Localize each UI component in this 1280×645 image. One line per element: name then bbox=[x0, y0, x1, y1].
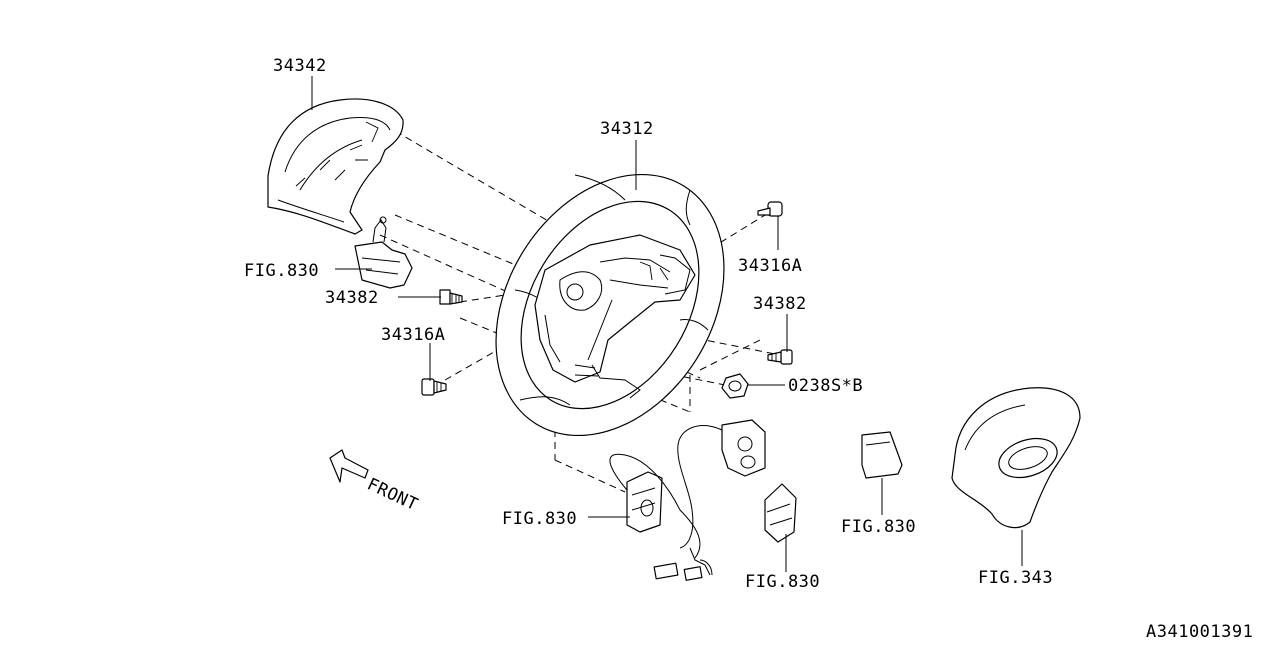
nut-0238sb bbox=[721, 373, 749, 399]
label-fig830-bottom: FIG.830 bbox=[745, 572, 820, 592]
screw-left bbox=[439, 289, 463, 305]
pad-right bbox=[861, 431, 903, 479]
label-34316a-right: 34316A bbox=[738, 256, 802, 276]
label-fig343: FIG.343 bbox=[978, 568, 1053, 588]
label-fig830-left: FIG.830 bbox=[244, 261, 319, 281]
label-34382-right: 34382 bbox=[753, 294, 807, 314]
label-34316a-left: 34316A bbox=[381, 325, 445, 345]
bolt-right bbox=[757, 201, 783, 217]
screw-right bbox=[767, 349, 793, 365]
front-label: FRONT bbox=[364, 474, 421, 515]
airbag-module bbox=[951, 387, 1081, 529]
steering-wheel-34312 bbox=[495, 173, 725, 437]
leader-lines bbox=[311, 76, 1023, 572]
label-34342: 34342 bbox=[273, 56, 327, 76]
label-fig830-harness: FIG.830 bbox=[502, 509, 577, 529]
label-34312: 34312 bbox=[600, 119, 654, 139]
switch-bottom-center bbox=[764, 483, 797, 543]
label-34382-left: 34382 bbox=[325, 288, 379, 308]
diagram-code: A341001391 bbox=[1146, 622, 1253, 640]
switch-harness bbox=[609, 419, 766, 581]
upper-cover-34342 bbox=[267, 98, 404, 235]
label-fig830-right: FIG.830 bbox=[841, 517, 916, 537]
bolt-left bbox=[421, 378, 447, 396]
front-arrow: FRONT bbox=[329, 449, 421, 515]
left-switch-bracket bbox=[354, 216, 413, 289]
label-0238sb: 0238S*B bbox=[788, 376, 863, 396]
